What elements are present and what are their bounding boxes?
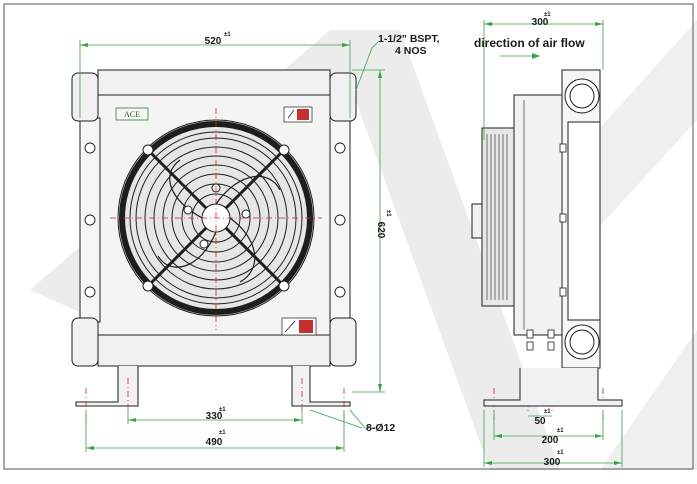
right-leg xyxy=(291,366,351,407)
dim-side-top: 300 xyxy=(532,17,549,28)
tol-620: ±1 xyxy=(385,210,391,217)
tol-330: ±1 xyxy=(219,407,226,413)
side-view xyxy=(471,69,623,407)
side-housing xyxy=(513,94,565,336)
holes-note: 8-Ø12 xyxy=(366,422,395,434)
left-leg xyxy=(75,366,139,407)
fan-mount-points xyxy=(142,144,290,292)
port-top-left xyxy=(71,72,99,122)
dimension-arrows xyxy=(80,22,622,465)
tol-200: ±1 xyxy=(557,428,564,434)
brand-label: ACE xyxy=(124,110,140,119)
airflow-note: direction of air flow xyxy=(474,36,585,50)
warning-label-top xyxy=(283,106,313,123)
dim-50: 50 xyxy=(534,416,546,427)
port-qty-note: 4 NOS xyxy=(395,45,427,57)
flange-bolts xyxy=(84,142,346,298)
dim-330: 330 xyxy=(206,411,223,422)
tol-490: ±1 xyxy=(219,430,226,436)
port-bottom-right xyxy=(329,317,357,367)
dim-300: 300 xyxy=(544,457,561,468)
dim-200: 200 xyxy=(542,435,559,446)
side-core-inner xyxy=(567,121,601,321)
drawing-border xyxy=(3,3,694,470)
fan-blades xyxy=(157,159,281,283)
dim-620: 620 xyxy=(375,222,386,239)
side-fins xyxy=(486,100,525,330)
tol-520: ±1 xyxy=(224,32,231,38)
tol-50: ±1 xyxy=(544,409,551,415)
port-top-right xyxy=(329,72,357,122)
side-motor-box xyxy=(471,203,483,239)
warning-label-bottom xyxy=(281,317,317,336)
side-base xyxy=(483,368,623,407)
port-bottom-left xyxy=(71,317,99,367)
dim-490: 490 xyxy=(206,437,223,448)
tol-300: ±1 xyxy=(557,450,564,456)
tol-side-top: ±1 xyxy=(544,12,551,18)
nameplate: ACE xyxy=(115,107,149,121)
dimension-labels: ±1 520 ±1 330 ±1 490 ±1 300 ±1 50 ±1 200… xyxy=(205,12,565,468)
dimension-lines xyxy=(79,20,623,467)
side-bolts xyxy=(526,143,567,351)
port-note: 1-1/2" BSPT, xyxy=(378,33,440,45)
dim-520: 520 xyxy=(205,36,222,47)
fan-guard-spokes xyxy=(148,150,284,286)
side-fan-shroud xyxy=(481,127,515,307)
